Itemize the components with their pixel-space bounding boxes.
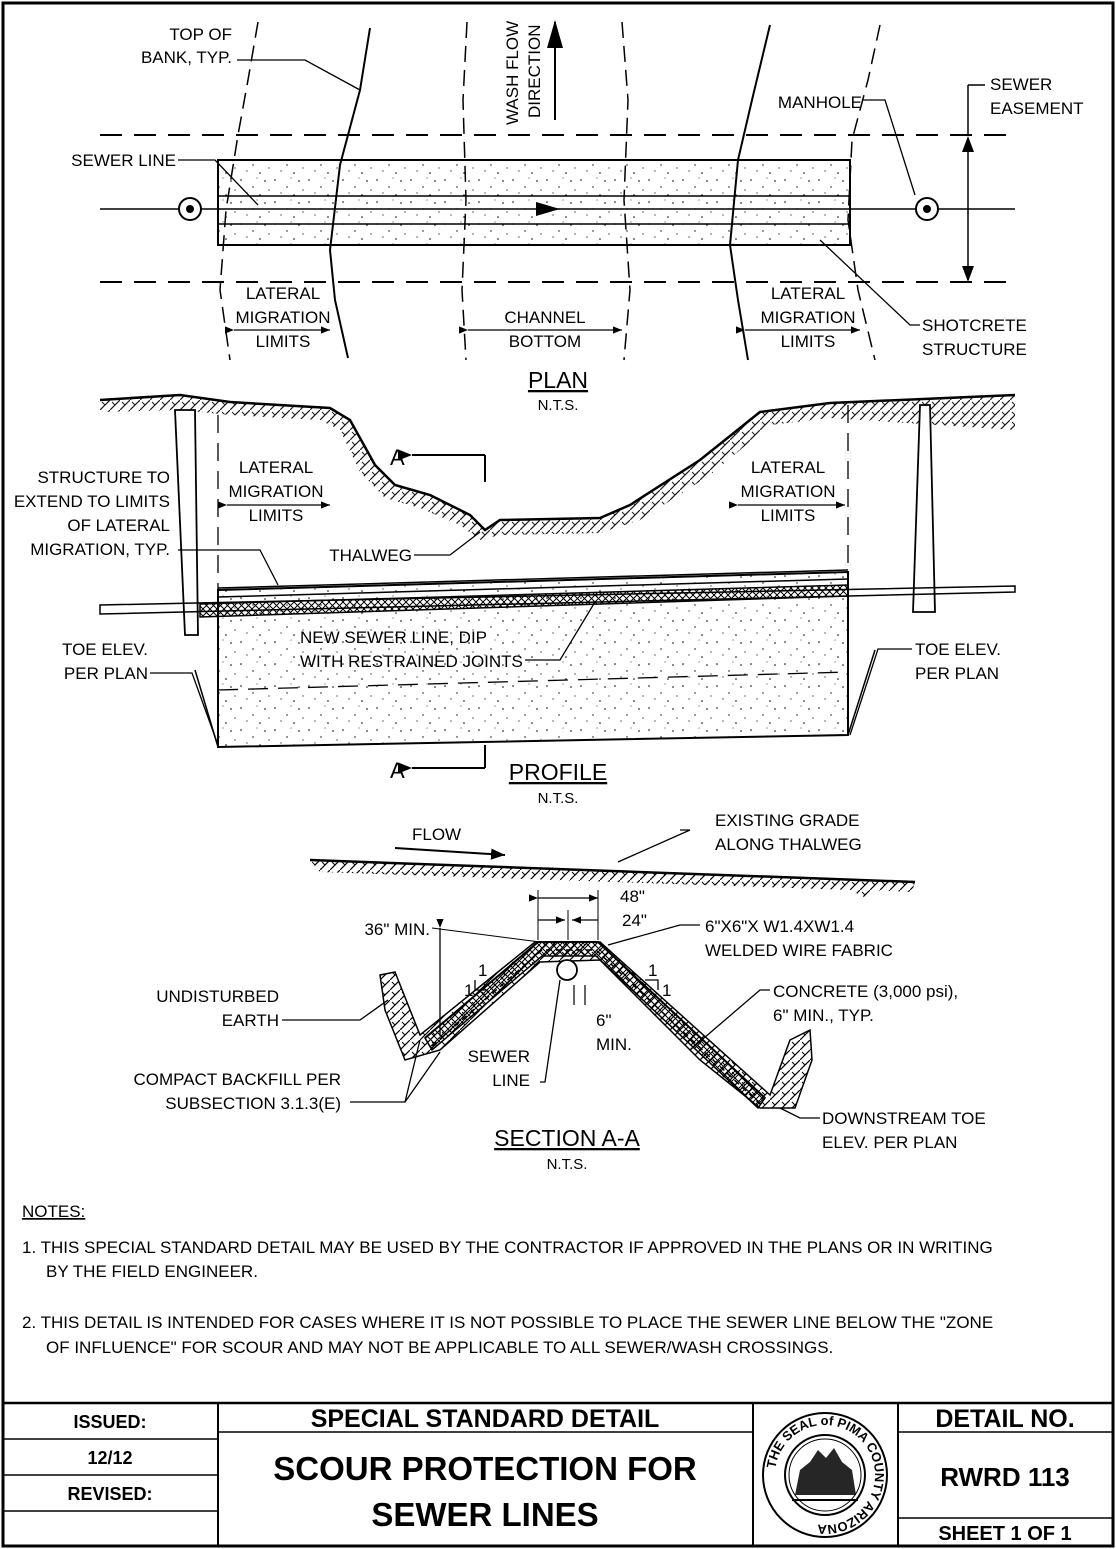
manhole-left-icon <box>178 197 202 221</box>
toe-left-label-2: PER PLAN <box>64 664 148 683</box>
structure-extend-label-2: EXTEND TO LIMITS <box>14 492 170 511</box>
section-mark-top: A <box>390 445 405 470</box>
drawing-title-line-2: SEWER LINES <box>371 1496 598 1533</box>
thalweg-label: THALWEG <box>329 546 412 565</box>
manhole-label: MANHOLE <box>778 93 862 112</box>
profile-lateral-right-label-2: MIGRATION <box>740 482 835 501</box>
undisturbed-label: UNDISTURBED <box>156 987 279 1006</box>
existing-grade-label-2: ALONG THALWEG <box>715 835 862 854</box>
min-6-label-2: MIN. <box>596 1035 632 1054</box>
new-sewer-label-2: WITH RESTRAINED JOINTS <box>300 652 523 671</box>
structure-extend-label-3: OF LATERAL <box>67 516 170 535</box>
revised-label: REVISED: <box>67 1484 152 1504</box>
concrete-label-2: 6" MIN., TYP. <box>773 1006 874 1025</box>
section-title: SECTION A-A <box>494 1125 640 1151</box>
section-mark-bottom: A <box>390 758 405 783</box>
toe-right-label-2: PER PLAN <box>915 664 999 683</box>
profile-title: PROFILE <box>509 759 607 785</box>
sewer-line-label: SEWER LINE <box>71 151 176 170</box>
lateral-left-label: LATERAL <box>246 284 320 303</box>
pima-county-seal-icon: THE SEAL of PIMA COUNTY ARIZONA <box>762 1412 888 1538</box>
detail-number: RWRD 113 <box>940 1462 1070 1492</box>
slope-left-top: 1 <box>478 961 487 980</box>
downstream-toe-label: DOWNSTREAM TOE <box>822 1109 986 1128</box>
shotcrete-label-2: STRUCTURE <box>922 340 1027 359</box>
sheet-number: SHEET 1 OF 1 <box>938 1523 1071 1545</box>
dim-48-label: 48" <box>620 887 645 906</box>
profile-view <box>99 393 1016 774</box>
top-of-bank-label-2: BANK, TYP. <box>141 48 232 67</box>
channel-bottom-label-2: BOTTOM <box>509 332 581 351</box>
slope-right-top: 1 <box>648 961 657 980</box>
sewer-easement-label-2: EASEMENT <box>990 99 1084 118</box>
section-sewer-line-label-2: LINE <box>492 1071 530 1090</box>
lateral-left-label-2: MIGRATION <box>235 308 330 327</box>
undisturbed-label-2: EARTH <box>222 1011 279 1030</box>
wash-flow-label: WASH FLOW <box>503 21 522 125</box>
plan-scale: N.T.S. <box>538 397 579 414</box>
compact-backfill-label-2: SUBSECTION 3.1.3(E) <box>165 1094 341 1113</box>
lateral-right-label: LATERAL <box>771 284 845 303</box>
sewer-easement-label: SEWER <box>990 75 1052 94</box>
profile-lateral-left-label: LATERAL <box>239 458 313 477</box>
section-view <box>282 829 916 1119</box>
manhole-right-icon <box>915 197 939 221</box>
slope-right-side: 1 <box>662 981 671 1000</box>
plan-title: PLAN <box>528 367 588 393</box>
lateral-left-label-3: LIMITS <box>256 332 311 351</box>
existing-grade-label: EXISTING GRADE <box>715 811 860 830</box>
toe-left-label: TOE ELEV. <box>62 640 148 659</box>
concrete-label: CONCRETE (3,000 psi), <box>773 982 958 1001</box>
wash-flow-arrow-icon <box>547 20 563 48</box>
downstream-toe-label-2: ELEV. PER PLAN <box>822 1133 957 1152</box>
note-2-line-2: OF INFLUENCE" FOR SCOUR AND MAY NOT BE A… <box>46 1338 833 1357</box>
flow-label: FLOW <box>412 825 461 844</box>
title-block: THE SEAL of PIMA COUNTY ARIZONA <box>3 1401 1113 1546</box>
dim-24-label: 24" <box>622 911 647 930</box>
slope-left-side: 1 <box>464 981 473 1000</box>
profile-lateral-left-label-3: LIMITS <box>249 506 304 525</box>
profile-lateral-right-label: LATERAL <box>751 458 825 477</box>
flow-arrow-plan <box>536 202 560 216</box>
concrete-cap-section <box>424 941 766 1110</box>
lateral-right-label-2: MIGRATION <box>760 308 855 327</box>
section-sewer-line-label: SEWER <box>468 1047 530 1066</box>
profile-lateral-right-label-3: LIMITS <box>761 506 816 525</box>
shotcrete-label: SHOTCRETE <box>922 316 1027 335</box>
wash-flow-label-2: DIRECTION <box>525 25 544 119</box>
shotcrete-structure-plan <box>217 159 851 246</box>
wire-fabric-label: 6"X6"X W1.4XW1.4 <box>705 917 854 936</box>
top-of-bank-label: TOP OF <box>169 25 232 44</box>
toe-right-label: TOE ELEV. <box>915 640 1001 659</box>
new-sewer-label: NEW SEWER LINE, DIP <box>300 628 487 647</box>
detail-no-label: DETAIL NO. <box>935 1405 1074 1433</box>
compact-backfill-label: COMPACT BACKFILL PER <box>133 1070 341 1089</box>
note-2-line-1: 2. THIS DETAIL IS INTENDED FOR CASES WHE… <box>22 1313 993 1332</box>
title-block-header: SPECIAL STANDARD DETAIL <box>311 1405 660 1433</box>
issued-label: ISSUED: <box>73 1412 146 1432</box>
lateral-right-label-3: LIMITS <box>781 332 836 351</box>
min-6-label: 6" <box>596 1011 612 1030</box>
issued-date: 12/12 <box>87 1448 132 1468</box>
channel-bottom-label: CHANNEL <box>504 308 585 327</box>
note-1-line-1: 1. THIS SPECIAL STANDARD DETAIL MAY BE U… <box>22 1238 993 1257</box>
section-scale: N.T.S. <box>547 1156 588 1173</box>
structure-extend-label: STRUCTURE TO <box>37 468 170 487</box>
min-36-label: 36" MIN. <box>364 920 430 939</box>
note-1-line-2: BY THE FIELD ENGINEER. <box>46 1262 258 1281</box>
plan-view <box>100 20 1015 361</box>
sewer-pipe-section-icon <box>556 959 578 981</box>
sewer-pipe-profile <box>199 584 849 618</box>
drawing-title-line-1: SCOUR PROTECTION FOR <box>273 1450 697 1487</box>
notes-heading: NOTES: <box>22 1202 85 1221</box>
profile-lateral-left-label-2: MIGRATION <box>228 482 323 501</box>
profile-scale: N.T.S. <box>538 790 579 807</box>
wire-fabric-label-2: WELDED WIRE FABRIC <box>705 941 893 960</box>
structure-extend-label-4: MIGRATION, TYP. <box>30 540 170 559</box>
